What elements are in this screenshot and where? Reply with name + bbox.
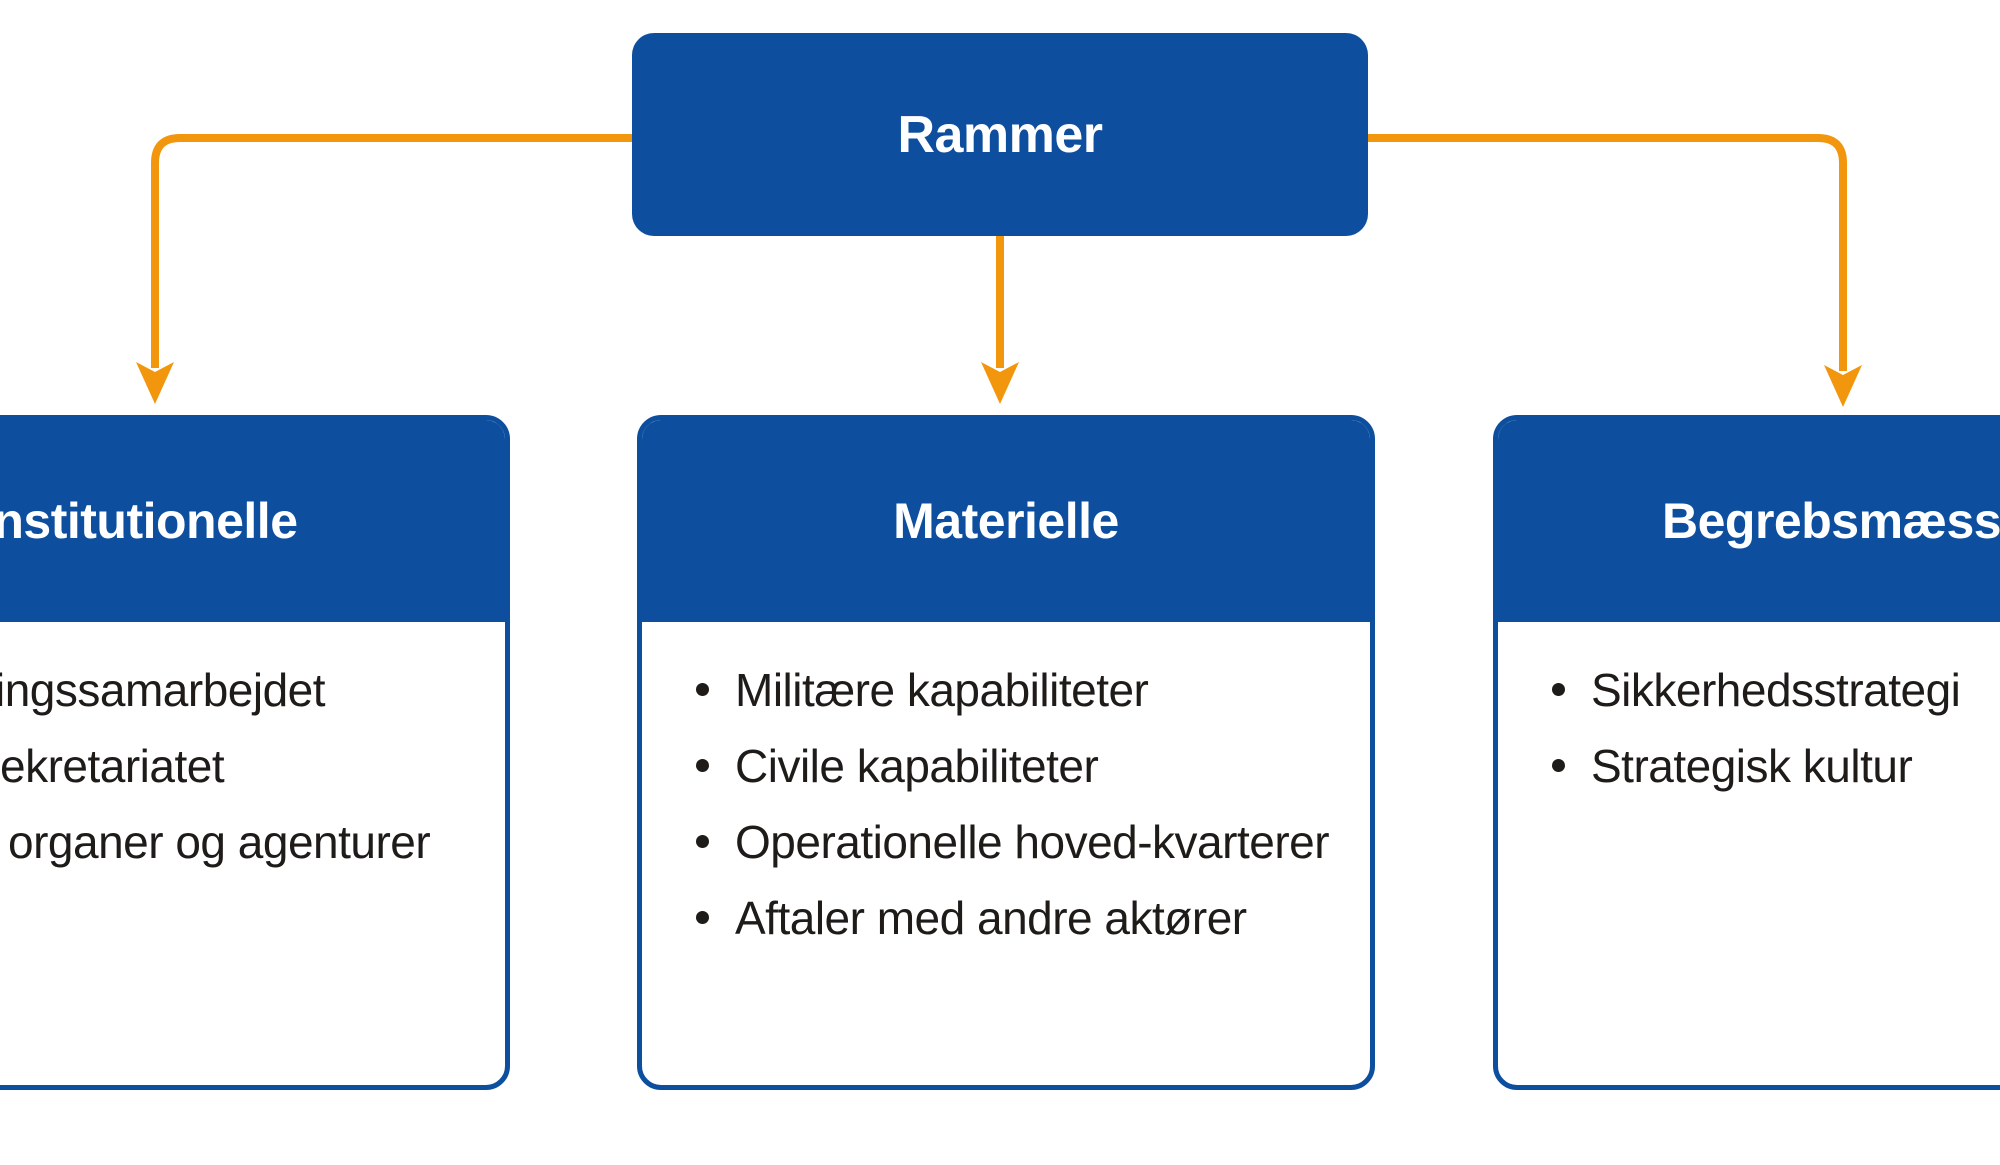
- branch-body-institutionelle: ingssamarbejdet ekretariatet organer og …: [0, 622, 505, 880]
- branch-title-begrebsmaessige: Begrebsmæssige: [1662, 493, 2000, 549]
- arrowhead-right-icon: [1824, 365, 1862, 407]
- arrowhead-middle-icon: [981, 362, 1019, 404]
- branch-body-begrebsmaessige: Sikkerhedsstrategi Strategisk kultur: [1498, 622, 2000, 804]
- branch-header-institutionelle: Institutionelle: [0, 420, 505, 622]
- list-item: Strategisk kultur: [1498, 728, 2000, 804]
- list-item: Operationelle hoved-kvarterer: [642, 804, 1330, 880]
- branch-title-institutionelle: Institutionelle: [0, 493, 298, 549]
- branch-list-institutionelle: ingssamarbejdet ekretariatet organer og …: [0, 652, 465, 880]
- root-node-label: Rammer: [897, 105, 1103, 164]
- branch-node-begrebsmaessige: Begrebsmæssige Sikkerhedsstrategi Strate…: [1493, 415, 2000, 1090]
- connector-left: [151, 134, 632, 368]
- list-item: Sikkerhedsstrategi: [1498, 652, 2000, 728]
- branch-body-materielle: Militære kapabiliteter Civile kapabilite…: [642, 622, 1370, 956]
- branch-list-begrebsmaessige: Sikkerhedsstrategi Strategisk kultur: [1498, 652, 2000, 804]
- list-item: Militære kapabiliteter: [642, 652, 1330, 728]
- list-item: ingssamarbejdet: [0, 664, 326, 716]
- branch-header-begrebsmaessige: Begrebsmæssige: [1498, 420, 2000, 622]
- branch-node-institutionelle: Institutionelle ingssamarbejdet ekretari…: [0, 415, 510, 1090]
- branch-list-materielle: Militære kapabiliteter Civile kapabilite…: [642, 652, 1330, 956]
- branch-header-materielle: Materielle: [642, 420, 1370, 622]
- list-item: organer og agenturer: [8, 816, 431, 868]
- list-item: Civile kapabiliteter: [642, 728, 1330, 804]
- branch-title-materielle: Materielle: [893, 493, 1119, 549]
- list-item: ekretariatet: [0, 740, 225, 792]
- connector-right: [1368, 134, 1847, 371]
- root-node-rammer: Rammer: [632, 33, 1368, 236]
- arrowhead-left-icon: [136, 362, 174, 404]
- list-item: Aftaler med andre aktører: [642, 880, 1330, 956]
- branch-node-materielle: Materielle Militære kapabiliteter Civile…: [637, 415, 1375, 1090]
